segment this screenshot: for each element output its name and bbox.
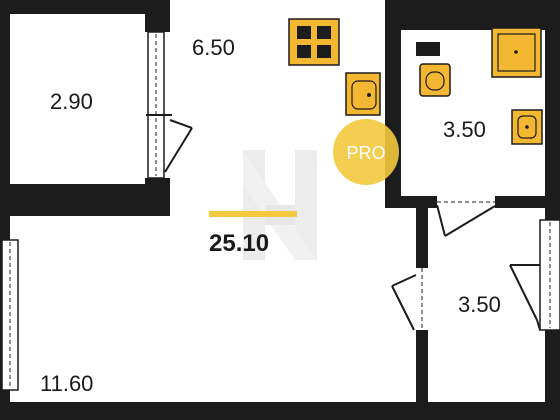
- balcony-window: [147, 31, 165, 179]
- living-window: [1, 239, 19, 391]
- bathroom-door: [436, 201, 496, 237]
- hall-window: [539, 219, 560, 331]
- hall-area-label: 3.50: [458, 292, 501, 317]
- total-area-label: 25.10: [209, 230, 269, 257]
- bathroom-sink-icon: [511, 109, 543, 145]
- hall-front-door: [509, 264, 541, 331]
- balcony-door: [146, 114, 193, 173]
- pro-badge: PRO: [333, 119, 399, 185]
- brand-logo-watermark: [243, 150, 317, 260]
- shower-tray-icon: [491, 27, 542, 78]
- hall-entry-door: [391, 268, 423, 331]
- bathroom-area-label: 3.50: [443, 117, 486, 142]
- toilet-icon: [416, 42, 451, 97]
- kitchen-sink-icon: [345, 72, 381, 116]
- stove-icon: [288, 18, 340, 66]
- kitchen-area-label: 6.50: [192, 35, 235, 60]
- pro-badge-text: PRO: [346, 143, 385, 163]
- living-area-label: 11.60: [40, 371, 93, 396]
- total-area-accent-bar: [209, 211, 297, 217]
- balcony-area-label: 2.90: [50, 89, 93, 114]
